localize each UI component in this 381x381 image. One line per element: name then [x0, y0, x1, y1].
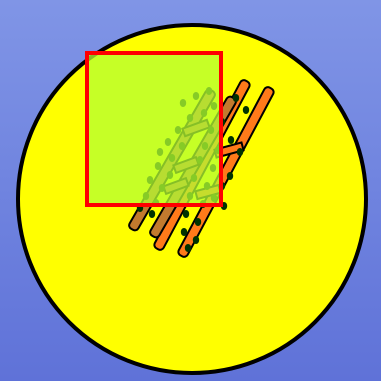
dot [185, 244, 191, 252]
dot [237, 148, 243, 156]
dot [181, 228, 187, 236]
dot [243, 106, 249, 114]
dot [195, 218, 201, 226]
dot [183, 210, 189, 218]
dot [228, 136, 234, 144]
dot [233, 94, 239, 102]
dot [227, 172, 233, 180]
selection-square[interactable] [87, 53, 221, 205]
dot [193, 236, 199, 244]
dot [149, 210, 155, 218]
